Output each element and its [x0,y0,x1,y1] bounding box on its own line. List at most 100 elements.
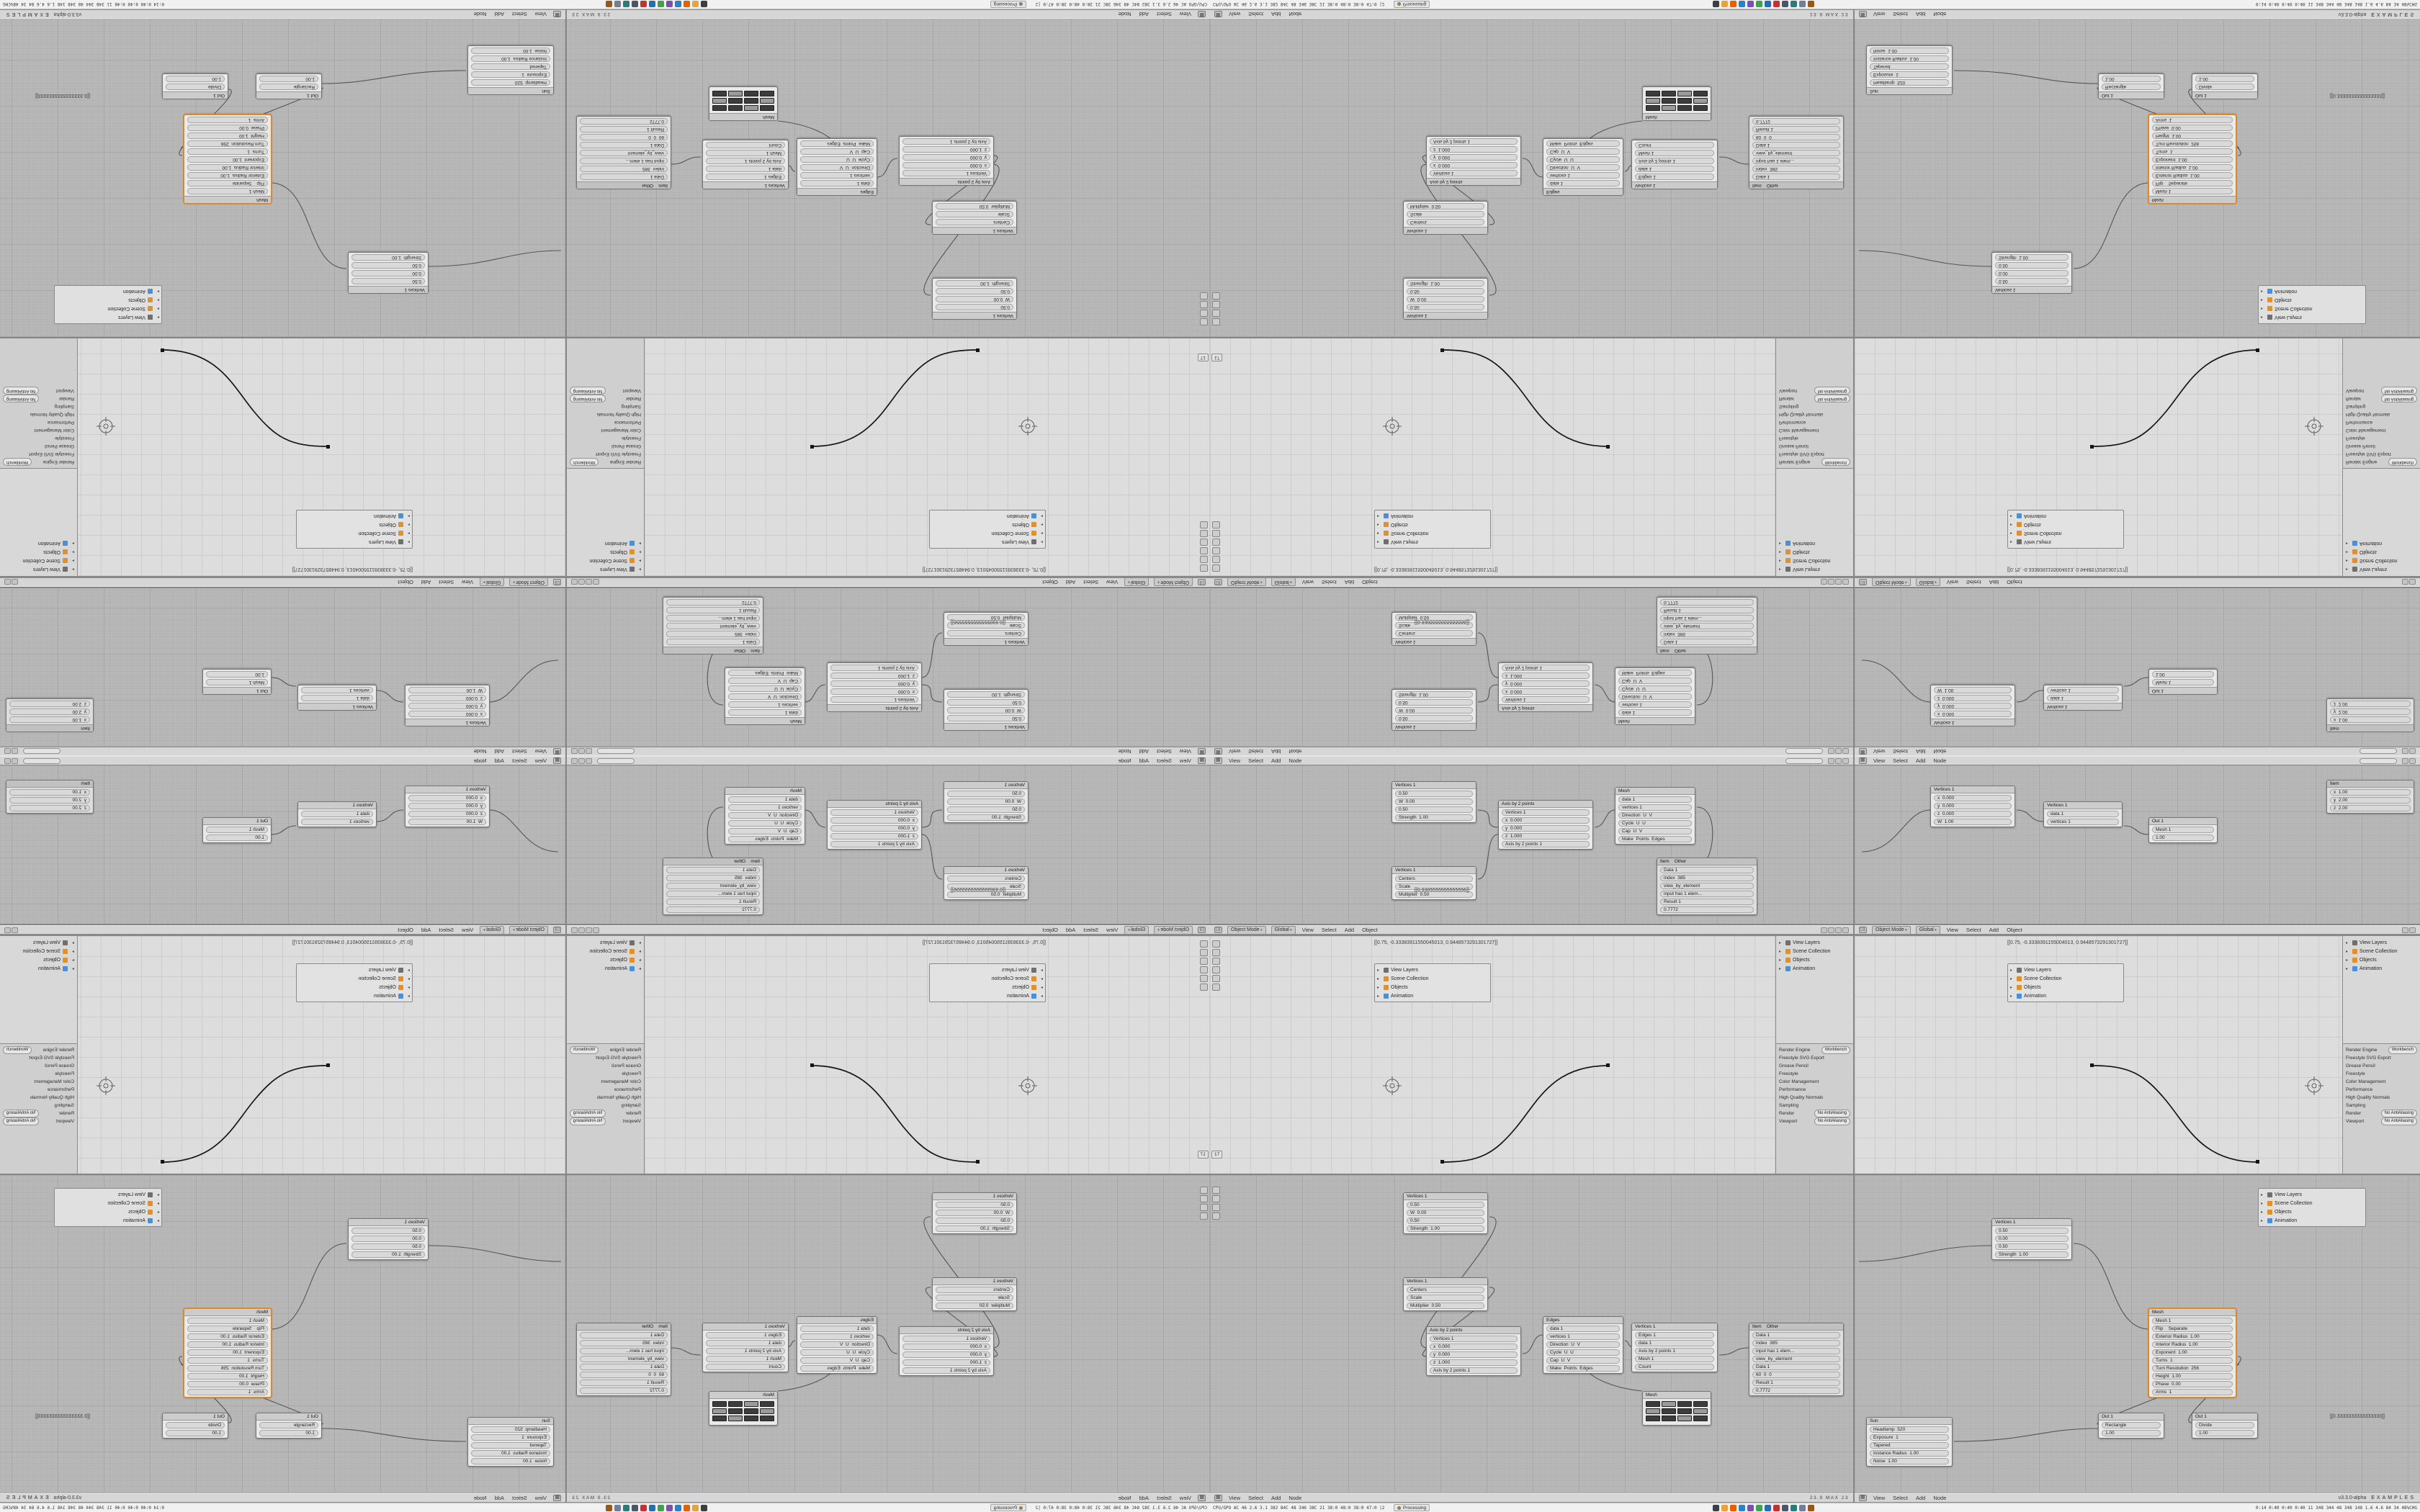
node-field[interactable]: vertices 1 [1546,172,1620,179]
node-field[interactable]: Data 1 [1752,1332,1840,1338]
node-field[interactable]: z 1.000 [902,146,990,153]
outliner-row[interactable]: View Layers [1377,966,1488,974]
property-row[interactable]: High Quality Normals [1779,410,1850,418]
orientation-select[interactable]: Global [1915,577,1940,587]
node-field[interactable]: Divide [166,1422,225,1428]
outliner-row[interactable]: Animation [1779,964,1850,973]
property-row[interactable]: Sampling [570,402,641,410]
node-field[interactable]: 0.50 [936,1202,1013,1208]
node-header[interactable]: Axis by 2 points [828,704,921,711]
menu-object[interactable]: Object [1042,579,1058,585]
editor-type-icon[interactable] [1198,579,1206,585]
node-field[interactable]: Cycle U U [800,1349,874,1356]
node-field[interactable]: 0.00 [1995,270,2069,276]
node-editor-icon[interactable] [1859,11,1867,17]
node-field[interactable]: Axis by 2 points 1 [830,665,918,671]
node-field[interactable]: Turns 1 [2152,148,2233,155]
header-search-input[interactable] [1785,757,1823,764]
node-field[interactable]: x 0.000 [830,688,918,695]
overlay-toggles[interactable] [1828,757,1849,764]
node-field[interactable]: Mesh 1 [206,679,268,685]
node-field[interactable]: Phase 0.00 [2152,125,2233,131]
menu-view[interactable]: View [1946,579,1958,585]
disclosure-triangle-icon[interactable] [2261,289,2265,294]
node-field[interactable]: Scale [936,1295,1013,1301]
property-row[interactable]: Freestyle [3,434,74,442]
property-row[interactable]: Freestyle [570,434,641,442]
menu-view[interactable]: View [534,757,547,764]
outliner-row[interactable]: View Layers [2346,565,2417,574]
outliner-row[interactable]: Objects [2346,548,2417,557]
graph-editor[interactable]: [[0.75, -0.3338391155004013, 0.944857329… [1855,338,2420,576]
node-field[interactable]: Tapered [1870,1442,1949,1449]
node-field[interactable]: 0.50 [947,791,1025,797]
disclosure-triangle-icon[interactable] [637,559,641,564]
node-header[interactable]: Item Other [1657,647,1757,654]
zoom-level-chip[interactable]: 17 [1197,1151,1209,1158]
node-field[interactable]: vertices 1 [1618,804,1692,811]
node-field[interactable]: Turn Resolution 256 [2152,1365,2233,1372]
outliner-row[interactable]: Scene Collection [2010,529,2121,538]
node-field[interactable]: Make Points Edges [728,836,802,842]
fcurve-sigmoid-rising[interactable] [1437,1058,1613,1168]
outliner-row[interactable]: Objects [2010,521,2121,529]
node-field[interactable]: 0.50 [1395,699,1473,706]
node-header[interactable]: Vertices 1 [944,723,1028,730]
node-field[interactable]: Cycle U U [1618,820,1692,827]
disclosure-triangle-icon[interactable] [1779,567,1783,572]
menu-select[interactable]: Select [1893,757,1908,764]
graph-editor[interactable]: [[0.75, -0.3338391155004013, 0.944857329… [1855,936,2420,1174]
node-field[interactable]: Instance Radius 1.00 [1870,55,1949,62]
node-field[interactable]: 0.00 [1995,1236,2069,1242]
outliner-row[interactable]: Animation [299,512,410,521]
terminal-icon[interactable] [1713,1,1719,7]
property-row[interactable]: Grease Pencil [570,442,641,450]
menu-view[interactable]: View [1179,748,1191,755]
property-row[interactable]: Grease Pencil [1779,442,1850,450]
node-field[interactable]: y 0.000 [1934,803,2012,809]
menu-select[interactable]: Select [512,11,527,17]
disclosure-triangle-icon[interactable] [2346,567,2350,572]
outliner-row[interactable]: Objects [570,955,641,964]
disclosure-triangle-icon[interactable] [70,949,74,954]
move-gizmo[interactable] [2305,417,2323,436]
node-field[interactable]: W 0.00 [1407,1210,1484,1216]
monitor-icon[interactable] [640,1,647,7]
node-header[interactable]: Vertices 1 [1404,312,1487,319]
node-field[interactable]: Exterior Radius 1.00 [187,1333,268,1340]
node-field[interactable]: vertices 1 [1618,701,1692,708]
outliner-row[interactable]: Scene Collection [932,974,1043,983]
node-field[interactable]: Make Points Edges [1546,140,1620,147]
menu-add[interactable]: Add [1989,927,1999,933]
zoom-level-chip[interactable]: 17 [1211,1151,1223,1158]
node-field[interactable]: z 1.000 [1502,833,1590,840]
node-field[interactable]: 60 0 0 [580,134,668,140]
property-row[interactable]: Sampling [2346,1102,2417,1110]
node-header[interactable]: Axis by 2 points [900,1327,993,1334]
menu-select[interactable]: Select [1893,1495,1908,1501]
node-field[interactable]: x 0.000 [1430,1344,1518,1350]
property-row[interactable]: Freestyle SVG Export [1779,450,1850,458]
property-value[interactable]: Workbench [1821,1046,1850,1054]
node-field[interactable]: Turns 1 [187,148,268,155]
node-field[interactable]: z 2.00 [2330,805,2411,811]
menu-object[interactable]: Object [2007,927,2022,933]
overlay-toggles[interactable] [2402,748,2416,755]
property-row[interactable]: Grease Pencil [2346,442,2417,450]
overlay-toggles[interactable] [4,748,18,755]
property-row[interactable]: Freestyle [2346,434,2417,442]
menu-node[interactable]: Node [1118,11,1131,17]
node-field[interactable]: Turns 1 [2152,1357,2233,1364]
mode-select[interactable]: Object Mode [509,577,548,587]
node-header[interactable]: Vertices 1 [1404,1278,1487,1285]
fcurve-sigmoid-rising[interactable] [807,1058,983,1168]
property-value[interactable]: Workbench [2388,458,2417,466]
editor-type-icon[interactable] [1198,927,1206,933]
disclosure-triangle-icon[interactable] [2010,968,2015,973]
